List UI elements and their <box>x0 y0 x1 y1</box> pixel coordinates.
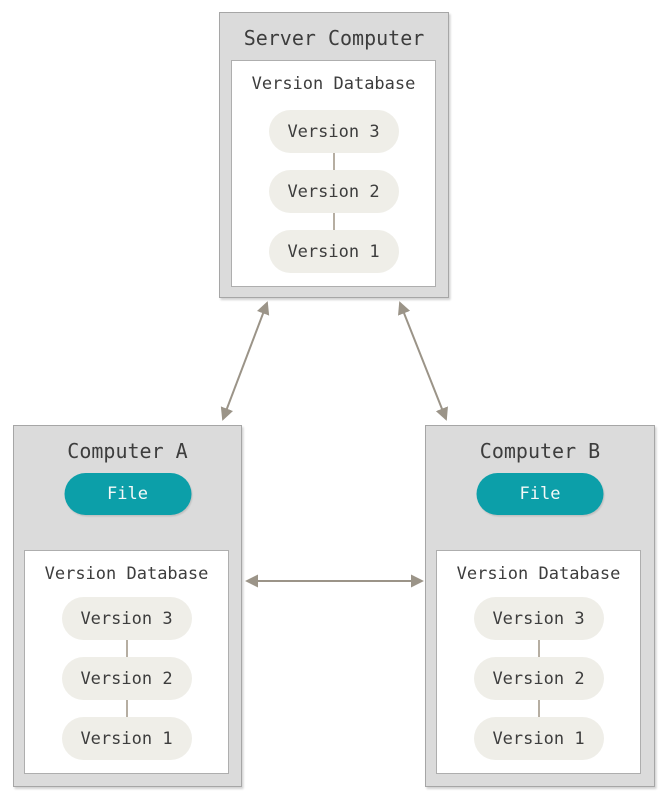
version-pill: Version 2 <box>473 657 604 700</box>
computer-b-version-database-box: Version Database Version 3 Version 2 Ver… <box>436 550 641 774</box>
version-pill-stack: Version 3 Version 2 Version 1 <box>25 597 228 760</box>
version-connector-line <box>125 700 128 717</box>
computer-a-version-database-box: Version Database Version 3 Version 2 Ver… <box>24 550 229 774</box>
version-pill: Version 1 <box>61 717 192 760</box>
version-connector-line <box>332 153 335 170</box>
computer-a-title: Computer A <box>67 439 188 463</box>
version-connector-line <box>537 700 540 717</box>
version-pill: Version 1 <box>473 717 604 760</box>
version-database-label: Version Database <box>251 74 416 94</box>
server-computer-title: Server Computer <box>243 26 425 50</box>
version-pill: Version 1 <box>268 230 399 273</box>
version-connector-line <box>537 640 540 657</box>
version-pill: Version 2 <box>268 170 399 213</box>
version-connector-line <box>332 213 335 230</box>
version-connector-line <box>125 640 128 657</box>
server-version-database-box: Version Database Version 3 Version 2 Ver… <box>231 60 436 287</box>
version-pill: Version 3 <box>473 597 604 640</box>
version-pill: Version 2 <box>61 657 192 700</box>
computer-b-box: Computer B File Version Database Version… <box>425 425 655 787</box>
version-pill: Version 3 <box>61 597 192 640</box>
bidirectional-arrow-server-to-computer-b-icon <box>398 301 448 421</box>
file-pill: File <box>476 473 604 515</box>
version-database-label: Version Database <box>44 564 209 584</box>
bidirectional-arrow-server-to-computer-a-icon <box>220 301 270 421</box>
version-pill-stack: Version 3 Version 2 Version 1 <box>437 597 640 760</box>
computer-a-box: Computer A File Version Database Version… <box>13 425 242 787</box>
file-pill: File <box>64 473 191 515</box>
version-pill: Version 3 <box>268 110 399 153</box>
server-computer-box: Server Computer Version Database Version… <box>219 12 449 298</box>
version-database-label: Version Database <box>456 564 621 584</box>
version-pill-stack: Version 3 Version 2 Version 1 <box>232 110 435 273</box>
computer-b-title: Computer B <box>479 439 601 463</box>
